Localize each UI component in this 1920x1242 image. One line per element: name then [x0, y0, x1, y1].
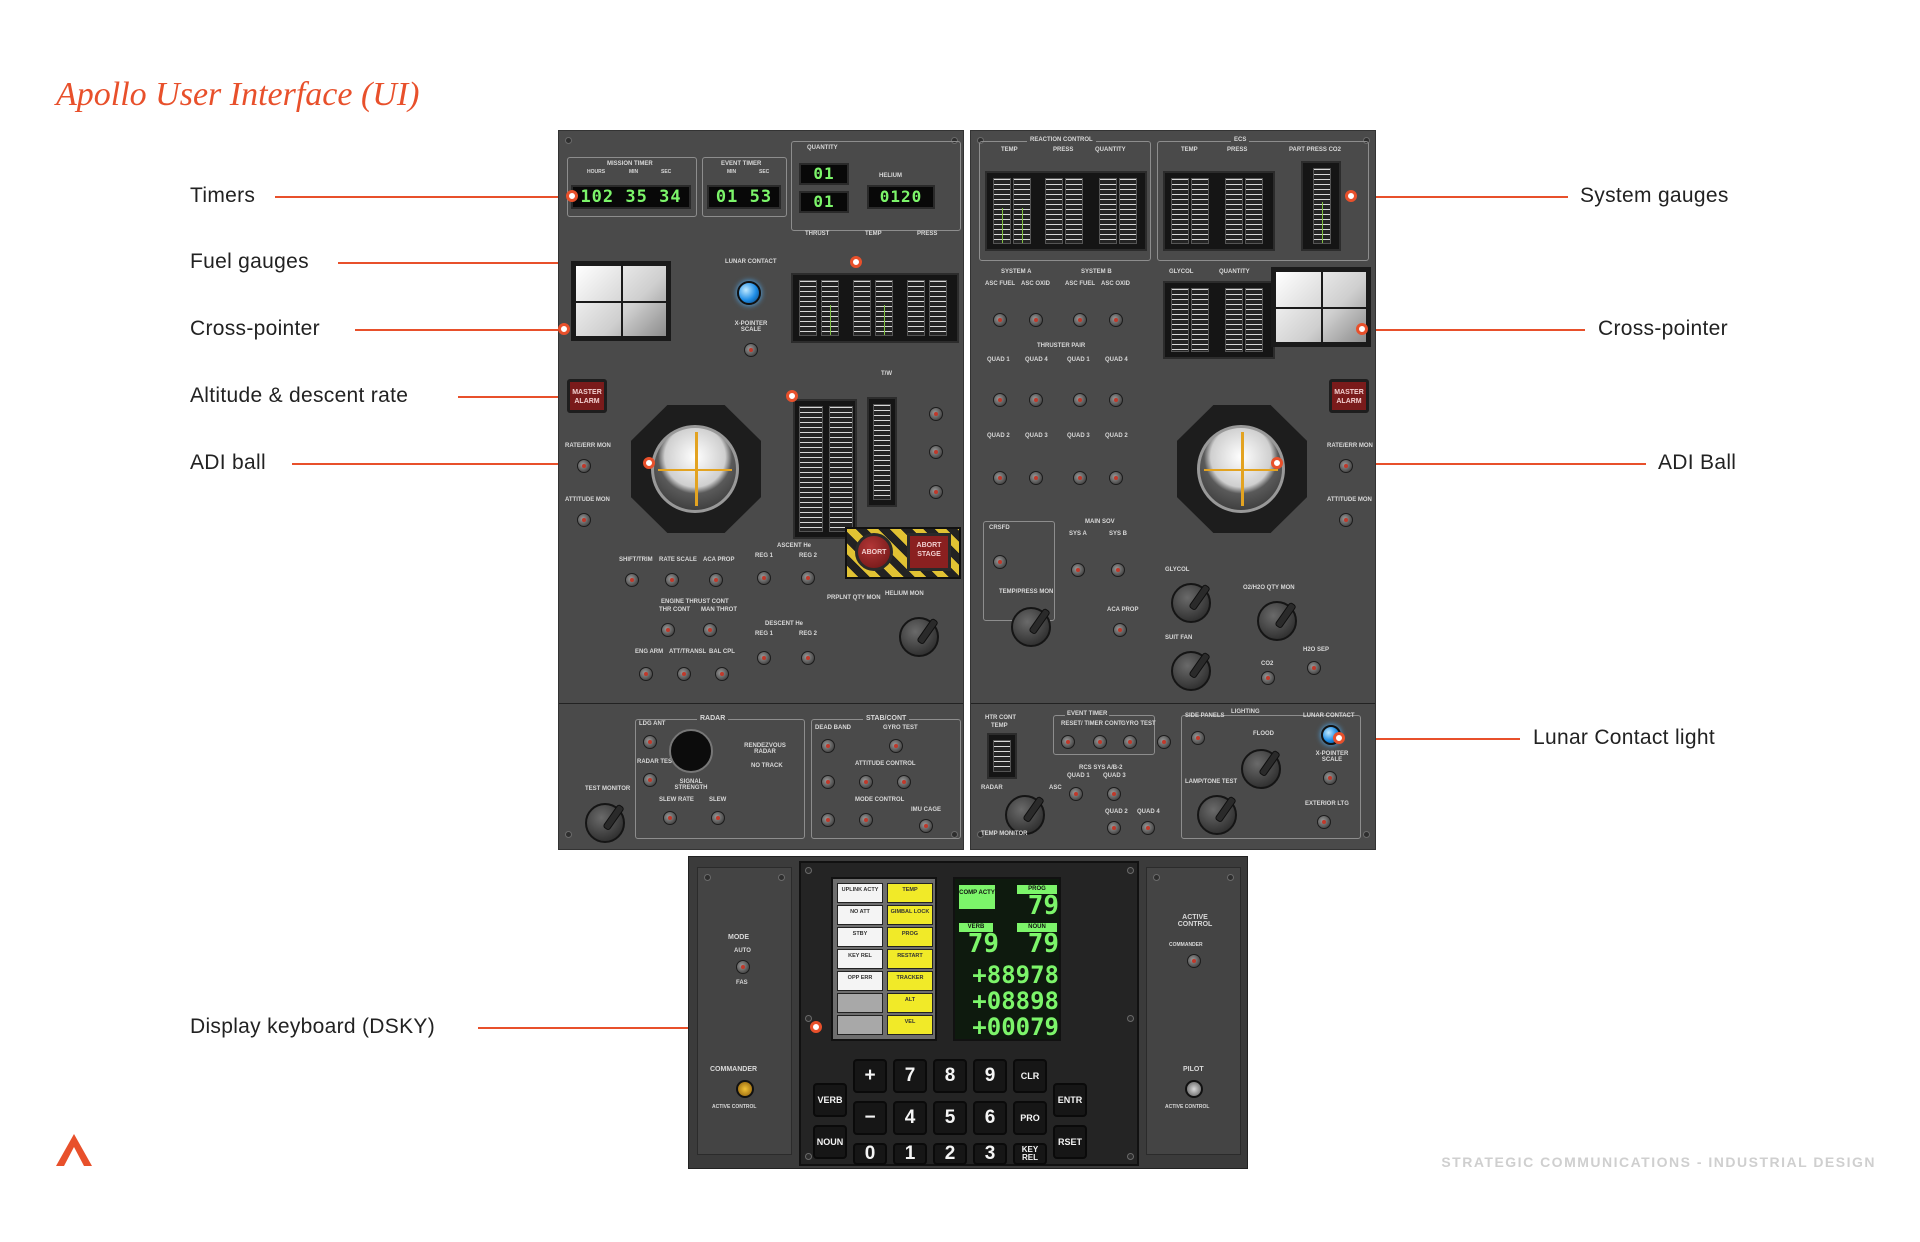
caution-warning-lights: UPLINK ACTY NO ATT STBY KEY REL OPP ERR … — [831, 877, 937, 1041]
key-plus[interactable]: + — [853, 1059, 887, 1093]
key-rset[interactable]: RSET — [1053, 1125, 1087, 1159]
key-2[interactable]: 2 — [933, 1143, 967, 1165]
helium-label: HELIUM — [879, 173, 902, 179]
quantity-label: QUANTITY — [807, 145, 838, 151]
lunar-contact-light-left — [737, 281, 761, 305]
register-3: +00079 — [972, 1013, 1059, 1041]
key-7[interactable]: 7 — [893, 1059, 927, 1093]
heater-temp-gauge — [987, 733, 1017, 779]
attitude-mon-switch[interactable] — [577, 513, 591, 527]
master-alarm-right[interactable]: MASTER ALARM — [1329, 379, 1369, 413]
system-gauges-co2 — [1301, 161, 1341, 251]
key-noun[interactable]: NOUN — [813, 1125, 847, 1159]
thrust-weight-indicator — [867, 397, 897, 507]
lunar-contact-label: LUNAR CONTACT — [725, 259, 777, 265]
event-timer-display: 01 53 — [707, 185, 781, 209]
x-pointer-scale-switch[interactable] — [744, 343, 758, 357]
pilot-indicator-light — [1185, 1080, 1203, 1098]
quantity-display-2: 01 — [799, 191, 849, 213]
key-key-rel[interactable]: KEY REL — [1013, 1143, 1047, 1165]
callout-timers: Timers — [190, 184, 256, 207]
slide-footer: STRATEGIC COMMUNICATIONS - INDUSTRIAL DE… — [1441, 1154, 1876, 1170]
callout-lunar-contact: Lunar Contact light — [1533, 726, 1715, 749]
cross-pointer-left — [571, 261, 671, 341]
commander-indicator-light — [736, 1080, 754, 1098]
glycol-gauges — [1163, 281, 1275, 359]
helium-mon-knob[interactable] — [899, 617, 939, 657]
quantity-display-1: 01 — [799, 163, 849, 185]
adi-right — [1177, 405, 1307, 533]
glycol-knob[interactable] — [1171, 583, 1211, 623]
o2-h2o-qty-knob[interactable] — [1257, 601, 1297, 641]
rate-err-switch[interactable] — [577, 459, 591, 473]
callout-adi-right: ADI Ball — [1658, 451, 1737, 474]
key-6[interactable]: 6 — [973, 1101, 1007, 1135]
altitude-descent-rate — [793, 399, 857, 539]
fuel-gauges — [791, 273, 959, 343]
register-1: +88978 — [972, 961, 1059, 989]
prog-display: 79 — [1027, 891, 1059, 921]
key-5[interactable]: 5 — [933, 1101, 967, 1135]
callout-dsky: Display keyboard (DSKY) — [190, 1015, 435, 1038]
signal-strength-meter — [669, 729, 713, 773]
temp-monitor-knob[interactable] — [1005, 795, 1045, 835]
key-3[interactable]: 3 — [973, 1143, 1007, 1165]
slide-title: Apollo User Interface (UI) — [56, 76, 420, 113]
abort-button[interactable]: ABORT — [855, 533, 893, 571]
suit-fan-knob[interactable] — [1171, 651, 1211, 691]
company-logo — [56, 1134, 92, 1166]
key-clr[interactable]: CLR — [1013, 1059, 1047, 1093]
master-alarm-left[interactable]: MASTER ALARM — [567, 379, 607, 413]
verb-display: 79 — [967, 929, 999, 959]
key-4[interactable]: 4 — [893, 1101, 927, 1135]
left-panel: MISSION TIMER HOURS MIN SEC 102 35 34 EV… — [558, 130, 964, 850]
key-1[interactable]: 1 — [893, 1143, 927, 1165]
right-panel: REACTION CONTROL TEMP PRESS QUANTITY ECS… — [970, 130, 1376, 850]
adi-ball-left — [651, 425, 739, 513]
el-display: COMP ACTY PROG 79 VERB NOUN 79 79 +88978… — [953, 877, 1061, 1041]
register-2: +08898 — [972, 987, 1059, 1015]
key-minus[interactable]: − — [853, 1101, 887, 1135]
abort-stage-button[interactable]: ABORT STAGE — [907, 533, 951, 571]
mode-switch[interactable] — [736, 960, 750, 974]
mission-timer-display: 102 35 34 — [571, 185, 691, 209]
ecs-gauges — [1163, 171, 1275, 251]
temp-press-mon-knob[interactable] — [1011, 607, 1051, 647]
mission-timer-label: MISSION TIMER — [607, 161, 653, 167]
test-monitor-knob[interactable] — [585, 803, 625, 843]
callout-altitude: Altitude & descent rate — [190, 384, 409, 407]
rcs-gauges — [985, 171, 1147, 251]
key-8[interactable]: 8 — [933, 1059, 967, 1093]
callout-adi-left: ADI ball — [190, 451, 266, 474]
callout-system-gauges: System gauges — [1580, 184, 1729, 207]
cross-pointer-right — [1271, 267, 1371, 347]
active-control-switch[interactable] — [1187, 954, 1201, 968]
key-pro[interactable]: PRO — [1013, 1101, 1047, 1135]
lamp-tone-test-knob[interactable] — [1197, 795, 1237, 835]
comp-acty-light: COMP ACTY — [959, 885, 995, 909]
dsky-unit: MODE AUTO FAS COMMANDER ACTIVE CONTROL A… — [688, 856, 1248, 1169]
dsky-center: UPLINK ACTY NO ATT STBY KEY REL OPP ERR … — [799, 861, 1139, 1166]
callout-cross-pointer-right: Cross-pointer — [1598, 317, 1728, 340]
key-0[interactable]: 0 — [853, 1143, 887, 1165]
flood-knob[interactable] — [1241, 749, 1281, 789]
adi-ball-right — [1197, 425, 1285, 513]
callout-cross-pointer-left: Cross-pointer — [190, 317, 320, 340]
key-entr[interactable]: ENTR — [1053, 1083, 1087, 1117]
adi-left — [631, 405, 761, 533]
event-timer-label: EVENT TIMER — [721, 161, 762, 167]
callout-fuel-gauges: Fuel gauges — [190, 250, 309, 273]
helium-display: 0120 — [867, 185, 935, 209]
key-verb[interactable]: VERB — [813, 1083, 847, 1117]
noun-display: 79 — [1027, 929, 1059, 959]
key-9[interactable]: 9 — [973, 1059, 1007, 1093]
